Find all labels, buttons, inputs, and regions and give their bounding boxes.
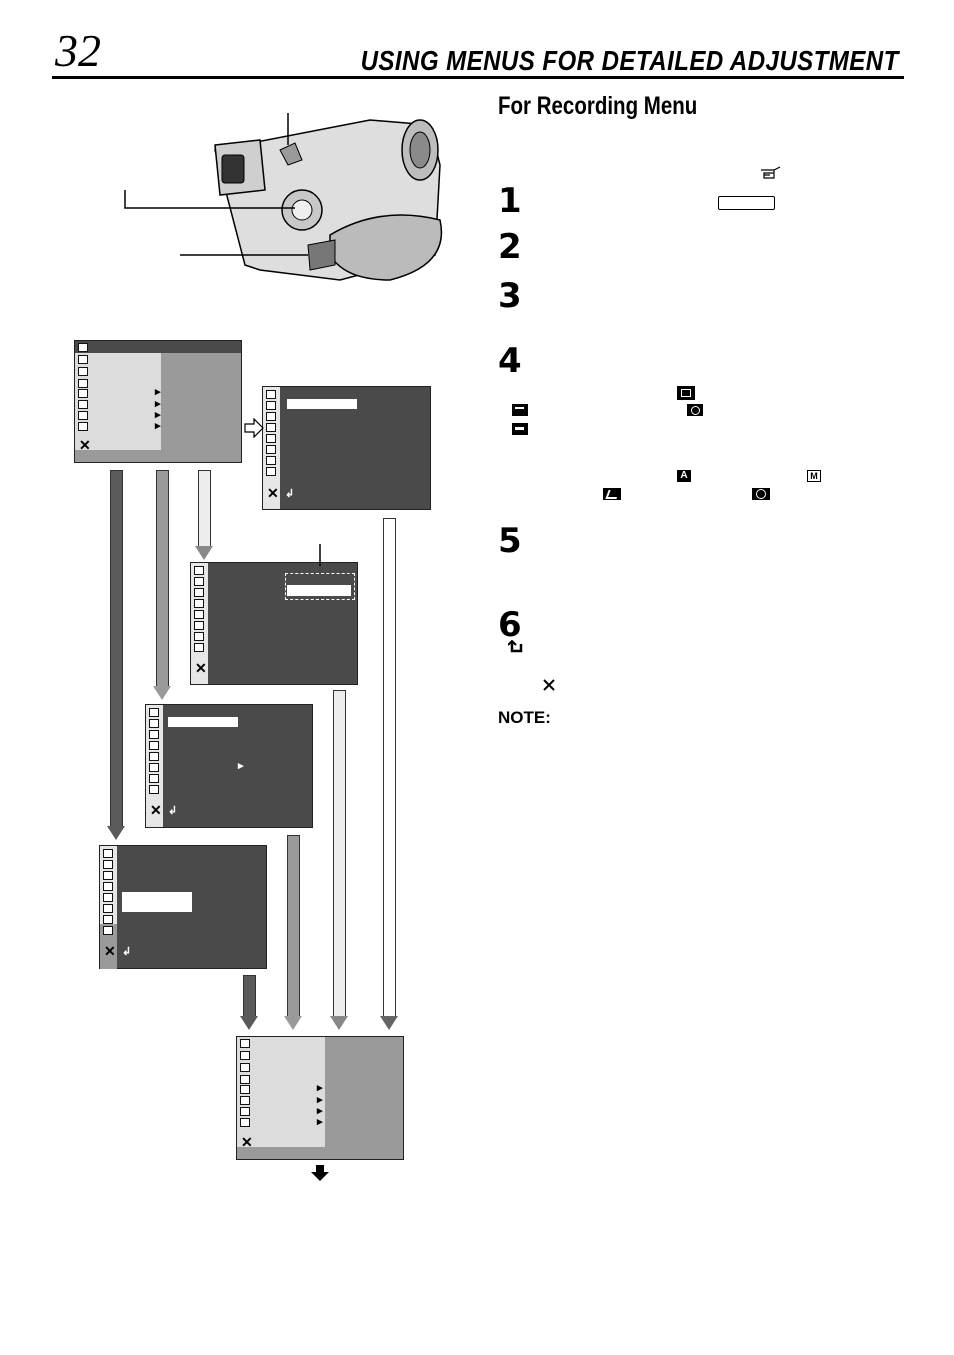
- page-title: USING MENUS FOR DETAILED ADJUSTMENT: [360, 45, 899, 76]
- flow-arrowhead-dark-2: [240, 1016, 258, 1030]
- step-3: 3: [498, 276, 522, 316]
- callout-line: [319, 544, 321, 566]
- flow-arrowhead-light: [195, 546, 213, 560]
- step-5: 5: [498, 521, 522, 561]
- step-6: 6: [498, 605, 522, 645]
- x-close-icon: [543, 679, 555, 691]
- flow-arrow-dark: [110, 470, 123, 828]
- camera-display-icon: [677, 386, 695, 400]
- section-title: For Recording Menu: [498, 92, 698, 120]
- menu-button-outline: [718, 196, 775, 210]
- return-arrow-icon: [508, 640, 523, 653]
- page-number: 32: [55, 25, 101, 76]
- menu-screen-main-return: ▸▸ ▸▸ ✕: [236, 1036, 404, 1160]
- effect-icon: [687, 404, 703, 416]
- scene-icon: [512, 404, 528, 416]
- camcorder-illustration: [124, 113, 443, 281]
- menu-screen-main: ▸▸ ▸▸ ✕: [74, 340, 242, 463]
- flow-arrowhead-mid-2: [284, 1016, 302, 1030]
- right-arrow-icon: [244, 418, 264, 438]
- flow-arrow-light-2: [333, 690, 346, 1018]
- menu-screen-camera-display: ✕ ↲: [262, 386, 431, 510]
- flow-arrowhead-white: [380, 1016, 398, 1030]
- menu-screen-clock: ✕ ↲: [99, 845, 267, 969]
- menu-screen-wipe: ▸ ✕ ↲: [145, 704, 313, 828]
- step-1: 1: [498, 181, 522, 221]
- menu-screen-effect: ✕: [190, 562, 358, 685]
- wipe-icon: [512, 423, 528, 435]
- clock-icon: [752, 488, 770, 500]
- flow-arrow-mid-2: [287, 835, 300, 1018]
- header-rule: [52, 76, 904, 79]
- flow-arrow-dark-2: [243, 975, 256, 1018]
- down-arrow-icon: [311, 1165, 329, 1181]
- flow-arrow-white: [383, 518, 396, 1018]
- flow-arrowhead-dark: [107, 826, 125, 840]
- flow-arrow-light: [198, 470, 211, 548]
- sound-icon: [603, 488, 621, 500]
- auto-a-icon: A: [677, 470, 691, 482]
- step-2: 2: [498, 227, 522, 267]
- pointing-hand-icon: [761, 166, 781, 179]
- note-label: NOTE:: [498, 708, 551, 727]
- flow-arrowhead-mid: [153, 686, 171, 700]
- step-4: 4: [498, 341, 522, 381]
- manual-m-icon: M: [807, 470, 821, 482]
- flow-arrow-mid: [156, 470, 169, 688]
- flow-arrowhead-light-2: [330, 1016, 348, 1030]
